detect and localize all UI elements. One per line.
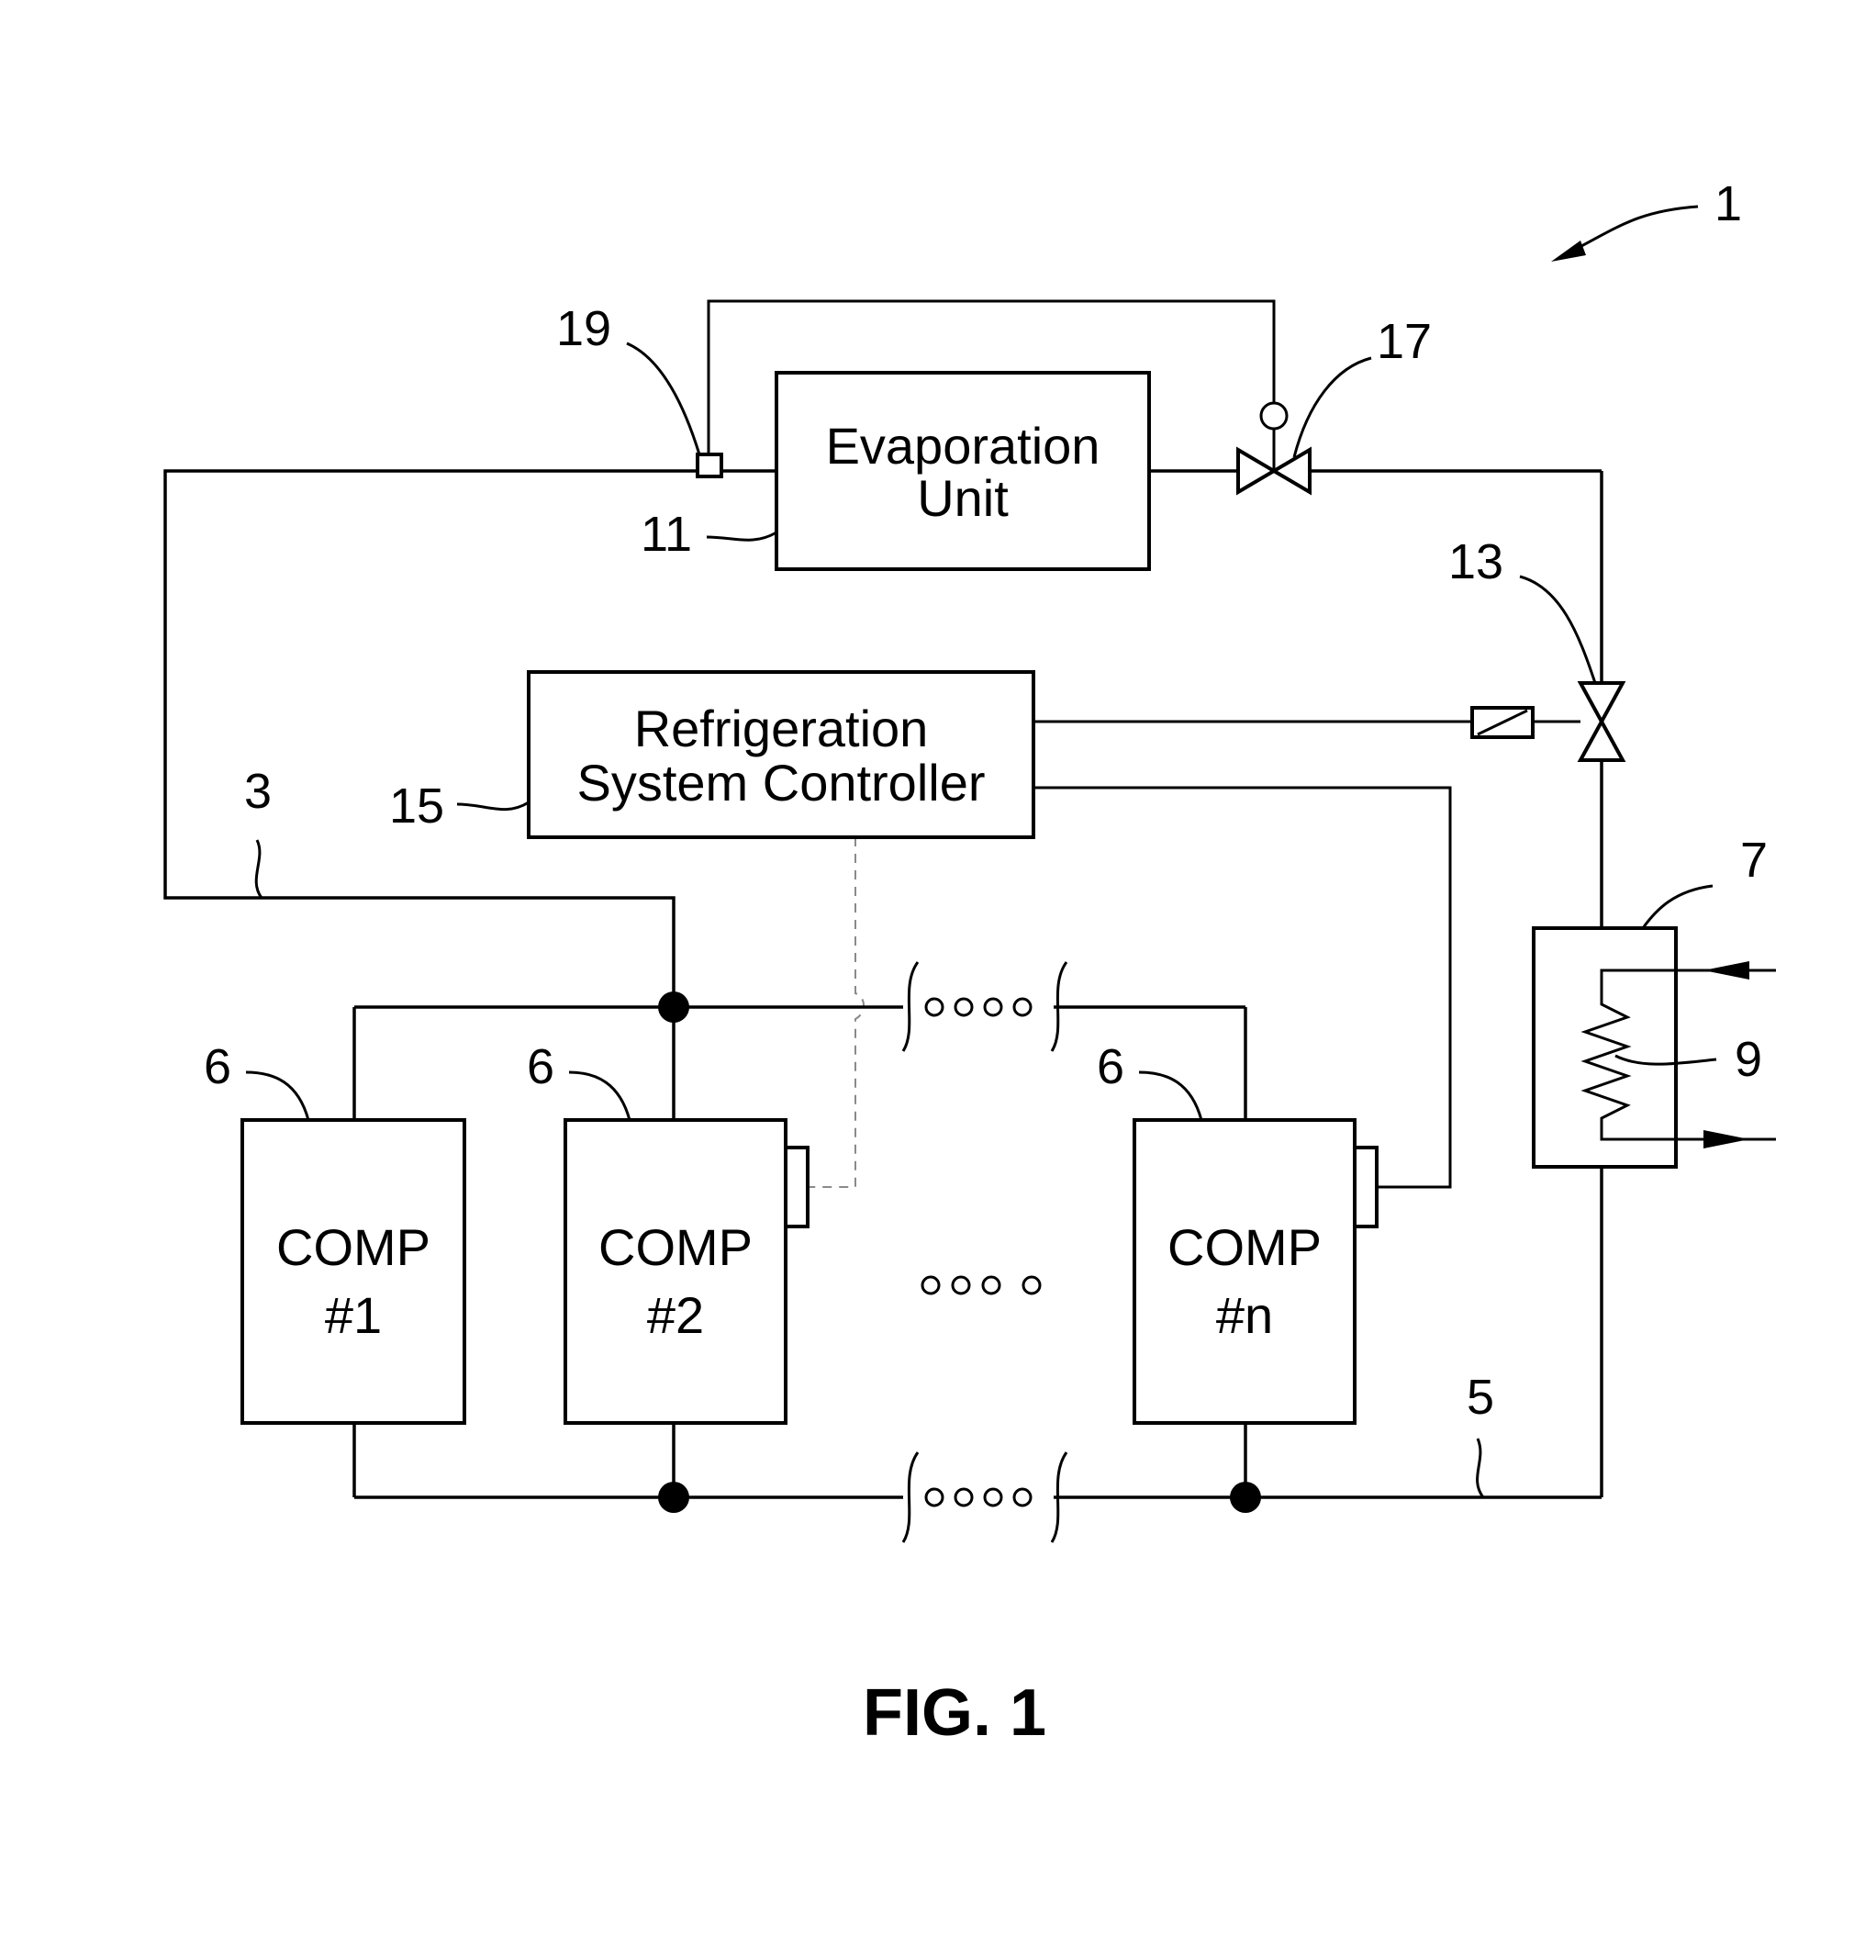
ref-15: 15	[389, 778, 444, 834]
solenoid-valve-lower-icon	[1580, 722, 1623, 760]
ref-6-comp1: 6	[204, 1039, 231, 1094]
comp1-line1: COMP	[276, 1218, 430, 1276]
compn-control-terminal	[1355, 1148, 1377, 1226]
leader-13	[1520, 577, 1595, 683]
comp1-line2: #1	[325, 1286, 382, 1344]
solenoid-valve-icon	[1580, 683, 1623, 722]
discharge-junction-comp2	[658, 1482, 689, 1513]
coil-outlet-arrow	[1703, 1130, 1749, 1148]
controller-line1: Refrigeration	[634, 700, 929, 757]
comp2-control-terminal	[786, 1148, 808, 1226]
ref-1: 1	[1714, 176, 1742, 231]
figure-caption: FIG. 1	[863, 1676, 1046, 1750]
leader-6-compn	[1139, 1072, 1201, 1120]
evaporation-unit-line1: Evaporation	[826, 417, 1100, 475]
suction-junction	[658, 991, 689, 1023]
valve-bulb	[1261, 403, 1287, 429]
leader-15	[457, 802, 529, 810]
condenser-box	[1534, 928, 1676, 1167]
expansion-valve-right-icon	[1274, 450, 1310, 492]
compn-line1: COMP	[1167, 1218, 1322, 1276]
expansion-valve-icon	[1238, 450, 1274, 492]
leader-7	[1643, 886, 1713, 928]
leader-6-comp1	[246, 1072, 308, 1120]
leader-5	[1478, 1439, 1483, 1497]
ref-3: 3	[244, 764, 272, 819]
ref-13: 13	[1448, 534, 1503, 589]
ref-11: 11	[641, 507, 692, 562]
ref-7: 7	[1740, 833, 1768, 888]
leader-17	[1294, 358, 1371, 457]
break-dots-top	[926, 999, 1031, 1015]
leader-19	[627, 343, 699, 454]
additional-compressors-dots	[922, 1277, 1040, 1294]
controller-comp2-dashed-line	[808, 837, 864, 1187]
evaporation-unit-line2: Unit	[917, 469, 1009, 527]
coil-inlet-arrow	[1703, 961, 1749, 980]
discharge-junction-compn	[1230, 1482, 1261, 1513]
sensor-icon	[698, 454, 721, 476]
leader-11	[707, 532, 776, 540]
compn-line2: #n	[1216, 1286, 1273, 1344]
leader-3	[256, 840, 262, 898]
comp2-line2: #2	[647, 1286, 704, 1344]
leader-6-comp2	[569, 1072, 630, 1120]
break-mark-top-left	[903, 962, 918, 1051]
ref-6-comp2: 6	[527, 1039, 554, 1094]
break-mark-bottom-left	[903, 1452, 918, 1542]
ref-17: 17	[1377, 314, 1432, 369]
controller-line2: System Controller	[576, 754, 985, 812]
ref-19: 19	[556, 301, 611, 356]
ref-9: 9	[1735, 1032, 1762, 1087]
ref-6-compn: 6	[1097, 1039, 1124, 1094]
system-reference-arrow	[1551, 207, 1698, 262]
break-dots-bottom	[926, 1489, 1031, 1506]
ref-5: 5	[1467, 1370, 1494, 1425]
comp2-line1: COMP	[598, 1218, 753, 1276]
